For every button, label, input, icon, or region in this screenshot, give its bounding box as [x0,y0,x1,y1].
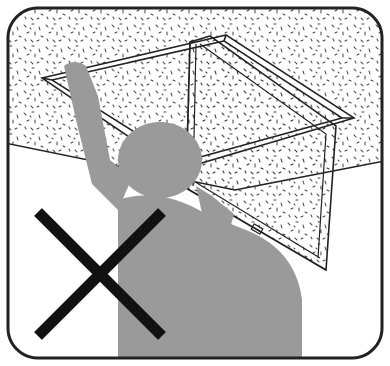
illustration-svg [0,0,390,366]
warning-illustration [0,0,390,366]
